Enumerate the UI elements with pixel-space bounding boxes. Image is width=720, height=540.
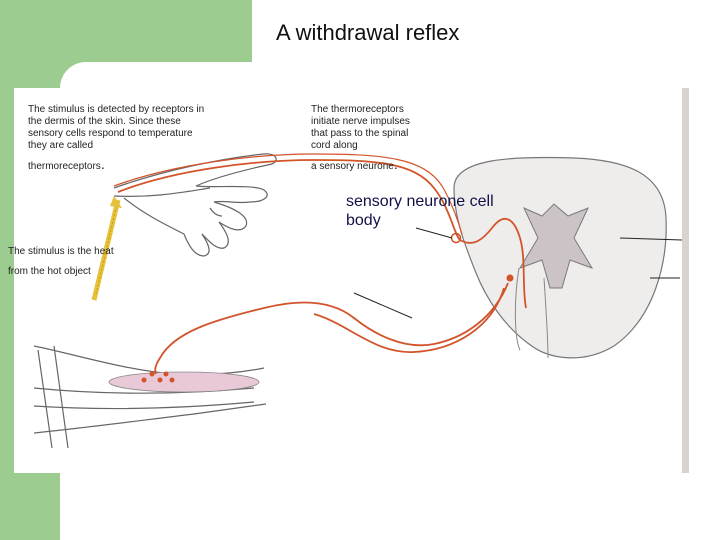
- label-cell-body: sensory neurone cell body: [346, 193, 494, 229]
- sensory-neurone-outline: [113, 153, 463, 235]
- slide-title: A withdrawal reflex: [276, 20, 460, 45]
- motor-cell-body: [506, 274, 514, 282]
- caption-impulses-term: a sensory neurone.: [311, 156, 398, 173]
- period-mark: .: [100, 156, 105, 172]
- term-thermoreceptors: thermoreceptors: [28, 161, 101, 172]
- heat-stimulus-arrow: [91, 196, 122, 301]
- motor-neurone: [154, 282, 509, 375]
- caption-receptors-term: thermoreceptors.: [28, 156, 105, 173]
- term-sensory-neurone: a sensory neurone: [311, 161, 394, 172]
- period-mark: .: [393, 156, 398, 172]
- hand-drawing: [113, 153, 277, 257]
- spinal-cord-section: [453, 156, 667, 359]
- caption-stimulus-line-2: from the hot object: [8, 266, 91, 277]
- caption-stimulus-line-1: The stimulus is the heat: [8, 246, 114, 257]
- caption-receptors: The stimulus is detected by receptors in…: [28, 104, 205, 151]
- effector-muscle: [108, 371, 260, 393]
- motor-end-plates: [141, 371, 175, 383]
- sensory-neurone: [117, 159, 527, 309]
- pointer-lines: [353, 227, 683, 319]
- scan-edge: [682, 88, 689, 473]
- arm-drawing: [33, 345, 267, 449]
- reflex-illustration: [33, 88, 689, 473]
- caption-impulses: The thermoreceptors initiate nerve impul…: [311, 104, 410, 151]
- reflex-diagram: [14, 88, 689, 473]
